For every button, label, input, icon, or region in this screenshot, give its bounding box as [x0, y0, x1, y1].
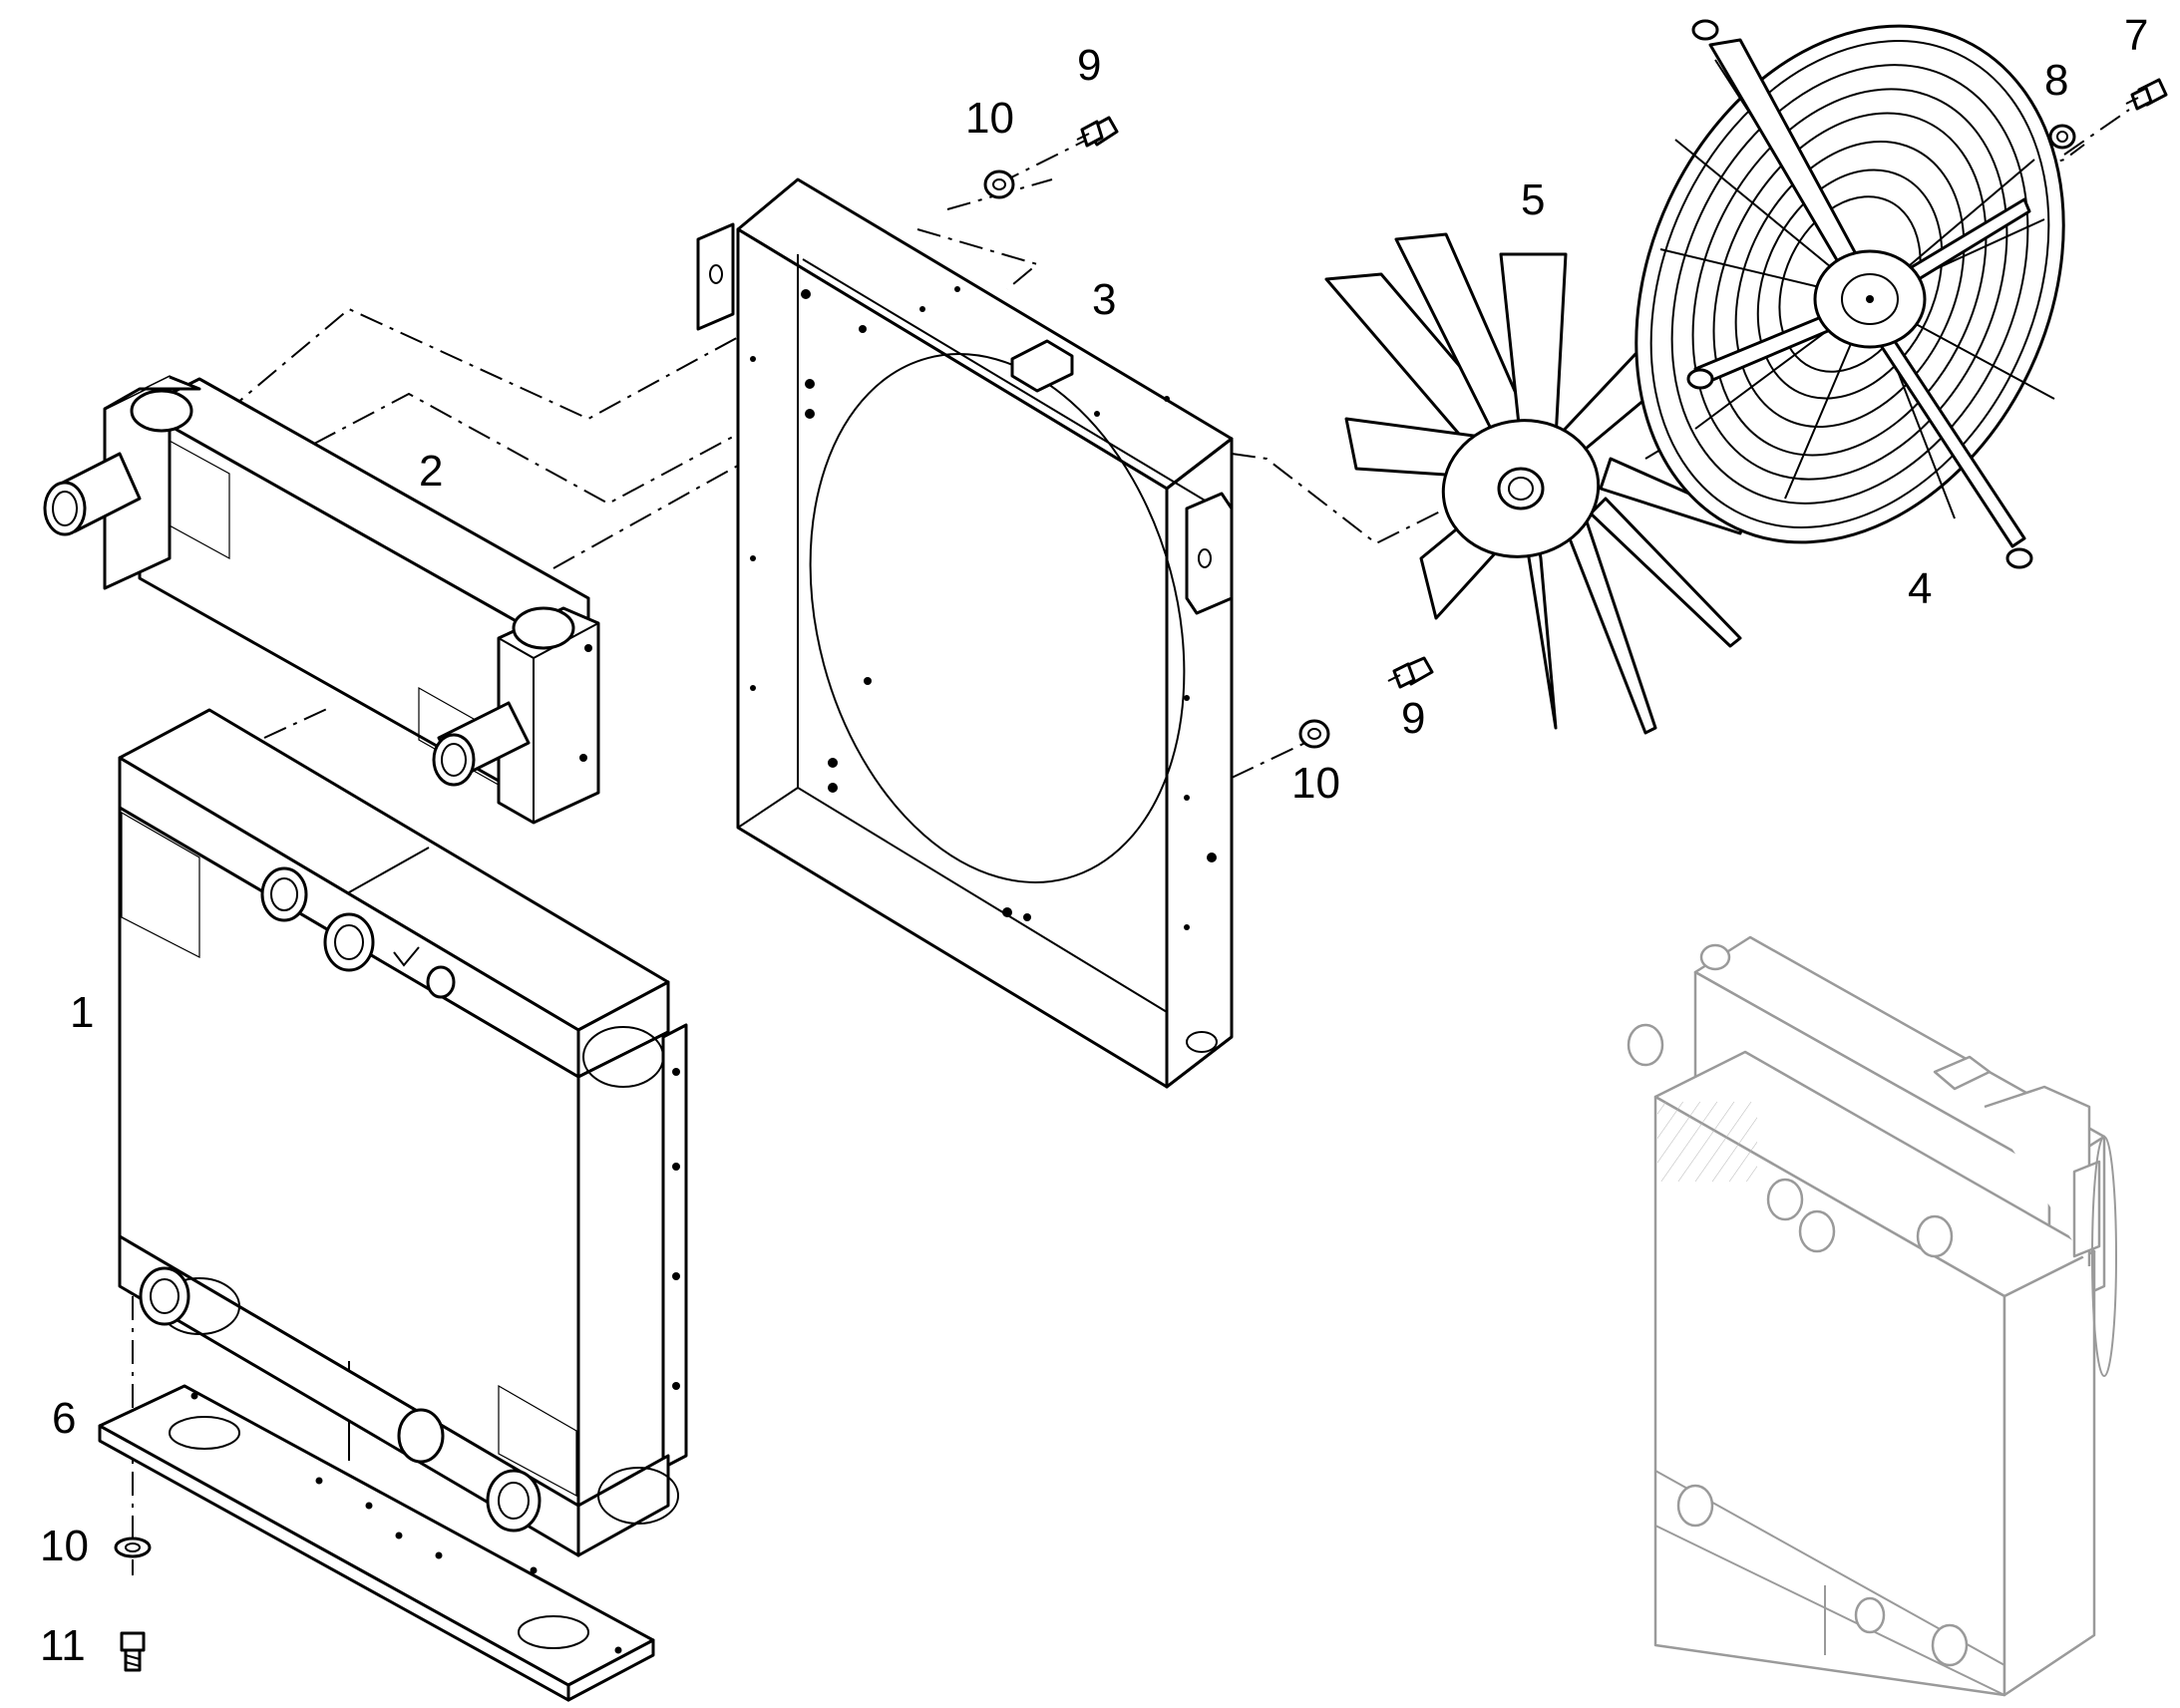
- bolt-top: [1076, 116, 1119, 148]
- callout-10-right: 10: [1291, 759, 1340, 808]
- radiator: [118, 708, 688, 1557]
- callout-10-bottom: 10: [40, 1522, 89, 1570]
- callout-10-top: 10: [965, 94, 1014, 143]
- callout-4: 4: [1908, 564, 1932, 613]
- fan-blade-assembly: [1324, 232, 1747, 735]
- assembled-reference-view: [1627, 935, 2117, 1697]
- callout-3: 3: [1092, 275, 1116, 324]
- callout-2: 2: [419, 447, 443, 496]
- bolt-bottom: [120, 1631, 146, 1672]
- bolt-guard: [2125, 78, 2168, 111]
- callout-9-right: 9: [1401, 694, 1425, 743]
- washer-top: [983, 170, 1015, 199]
- callout-6: 6: [52, 1394, 76, 1443]
- washer-bottom: [114, 1537, 152, 1558]
- callout-11: 11: [40, 1621, 86, 1670]
- washer-right: [1298, 719, 1330, 749]
- washer-guard: [2048, 124, 2076, 150]
- oil-cooler: [43, 375, 600, 825]
- fan-shroud: [696, 177, 1234, 1089]
- bolt-right: [1387, 656, 1434, 689]
- callout-9-top: 9: [1077, 41, 1101, 90]
- base-plate: [98, 1384, 655, 1702]
- callout-7: 7: [2124, 11, 2148, 60]
- callout-5: 5: [1521, 175, 1545, 224]
- callout-8: 8: [2044, 56, 2068, 105]
- callout-labels: 1 2 3 4 5 6 7 8 9 9 10 10 10 11: [40, 11, 2148, 1670]
- callout-1: 1: [70, 988, 94, 1037]
- fan-guard: [1635, 19, 2065, 569]
